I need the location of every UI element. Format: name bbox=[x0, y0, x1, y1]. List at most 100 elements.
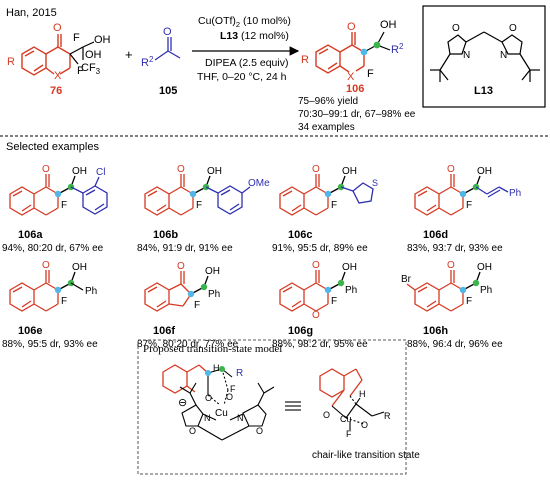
svg-text:Br: Br bbox=[401, 274, 412, 285]
example-106d: O F OH Ph 106d 83%, 93:7 dr, 93% ee bbox=[407, 164, 521, 254]
svg-text:N: N bbox=[237, 413, 244, 423]
svg-text:34 examples: 34 examples bbox=[298, 122, 355, 133]
reactant-105: O R2 105 bbox=[141, 26, 181, 97]
example-stats: 88%, 96:4 dr, 96% ee bbox=[407, 339, 503, 350]
svg-text:75–96% yield: 75–96% yield bbox=[298, 96, 358, 107]
section-title: Selected examples bbox=[6, 141, 99, 153]
svg-text:OMe: OMe bbox=[248, 178, 270, 189]
svg-text:F: F bbox=[77, 65, 84, 77]
svg-text:CF3: CF3 bbox=[81, 62, 101, 76]
svg-text:OH: OH bbox=[72, 262, 87, 273]
product-106: O R X F OH R2 106 bbox=[301, 19, 404, 95]
svg-text:Ph: Ph bbox=[345, 285, 357, 296]
svg-text:L13 (12 mol%): L13 (12 mol%) bbox=[220, 30, 289, 42]
svg-text:DIPEA (2.5 equiv): DIPEA (2.5 equiv) bbox=[205, 57, 288, 69]
svg-text:O: O bbox=[312, 164, 320, 175]
svg-text:OH: OH bbox=[477, 262, 492, 273]
svg-text:O: O bbox=[205, 393, 212, 403]
svg-text:F: F bbox=[367, 68, 374, 80]
label-105: 105 bbox=[159, 85, 177, 97]
reactant-76: O R X F F OH OH CF3 76 bbox=[7, 22, 111, 97]
svg-text:R: R bbox=[301, 54, 309, 66]
svg-text:OH: OH bbox=[380, 19, 397, 31]
svg-text:O: O bbox=[256, 426, 263, 436]
svg-text:O: O bbox=[53, 22, 62, 34]
ts-caption: chair-like transition state bbox=[312, 450, 420, 461]
svg-text:O: O bbox=[323, 410, 330, 420]
svg-text:O: O bbox=[163, 26, 172, 38]
label-106: 106 bbox=[346, 83, 364, 95]
svg-text:Ph: Ph bbox=[509, 188, 521, 199]
svg-text:⊖: ⊖ bbox=[178, 397, 187, 409]
svg-text:S: S bbox=[372, 178, 378, 188]
example-label: 106h bbox=[423, 325, 448, 337]
svg-text:O: O bbox=[312, 260, 320, 271]
ts-box-title: Proposed transition-state model bbox=[143, 343, 282, 355]
svg-text:O: O bbox=[347, 21, 356, 33]
plus-sign: + bbox=[125, 47, 133, 62]
svg-text:R: R bbox=[7, 56, 15, 68]
svg-text:F: F bbox=[466, 200, 472, 211]
svg-text:F: F bbox=[230, 384, 236, 394]
svg-text:F: F bbox=[61, 200, 67, 211]
example-label: 106f bbox=[153, 325, 175, 337]
example-stats: 87%, 80:20 dr, 77% ee bbox=[137, 339, 239, 350]
svg-text:O: O bbox=[42, 260, 50, 271]
svg-text:OH: OH bbox=[94, 34, 111, 46]
svg-text:O: O bbox=[447, 164, 455, 175]
example-label: 106a bbox=[18, 229, 43, 241]
svg-text:H: H bbox=[359, 389, 366, 399]
example-stats: 91%, 95:5 dr, 89% ee bbox=[272, 243, 368, 254]
svg-text:H: H bbox=[213, 363, 220, 373]
example-label: 106c bbox=[288, 229, 312, 241]
svg-text:O: O bbox=[509, 23, 517, 34]
svg-text:Cl: Cl bbox=[96, 167, 105, 178]
svg-text:Ph: Ph bbox=[480, 285, 492, 296]
svg-text:Ph: Ph bbox=[208, 289, 220, 300]
svg-text:Cu: Cu bbox=[340, 414, 352, 424]
svg-text:N: N bbox=[463, 50, 470, 61]
example-stats: 88%, 98:2 dr, 95% ee bbox=[272, 339, 368, 350]
example-stats: 84%, 91:9 dr, 91% ee bbox=[137, 243, 233, 254]
svg-text:F: F bbox=[331, 296, 337, 307]
svg-text:N: N bbox=[204, 413, 211, 423]
ligand-L13-box: O O N N L13 bbox=[422, 5, 546, 108]
svg-text:OH: OH bbox=[477, 166, 492, 177]
label-76: 76 bbox=[50, 85, 62, 97]
svg-text:R: R bbox=[236, 368, 243, 379]
example-stats: 83%, 93:7 dr, 93% ee bbox=[407, 243, 503, 254]
svg-text:OH: OH bbox=[207, 166, 222, 177]
svg-text:THF, 0–20 °C, 24 h: THF, 0–20 °C, 24 h bbox=[197, 71, 287, 83]
svg-text:F: F bbox=[73, 32, 80, 44]
svg-text:F: F bbox=[194, 300, 200, 311]
transition-state-box: Proposed transition-state model bbox=[137, 339, 420, 475]
svg-text:OH: OH bbox=[342, 166, 357, 177]
svg-text:O: O bbox=[312, 310, 320, 321]
svg-text:O: O bbox=[361, 420, 368, 430]
example-label: 106e bbox=[18, 325, 42, 337]
svg-text:O: O bbox=[452, 23, 460, 34]
svg-text:O: O bbox=[42, 164, 50, 175]
svg-text:O: O bbox=[177, 164, 185, 175]
svg-text:F: F bbox=[346, 429, 352, 439]
svg-text:OH: OH bbox=[342, 262, 357, 273]
svg-text:O: O bbox=[177, 261, 185, 272]
example-label: 106g bbox=[288, 325, 313, 337]
svg-text:F: F bbox=[466, 296, 472, 307]
label-L13: L13 bbox=[474, 85, 493, 97]
svg-text:O: O bbox=[189, 426, 196, 436]
example-label: 106d bbox=[423, 229, 448, 241]
svg-text:OH: OH bbox=[85, 49, 102, 61]
svg-text:O: O bbox=[226, 392, 233, 402]
svg-text:F: F bbox=[61, 296, 67, 307]
example-stats: 88%, 95:5 dr, 93% ee bbox=[2, 339, 98, 350]
example-stats: 94%, 80:20 dr, 67% ee bbox=[2, 243, 104, 254]
svg-text:70:30–99:1 dr, 67–98% ee: 70:30–99:1 dr, 67–98% ee bbox=[298, 109, 416, 120]
svg-text:R2: R2 bbox=[141, 55, 154, 69]
